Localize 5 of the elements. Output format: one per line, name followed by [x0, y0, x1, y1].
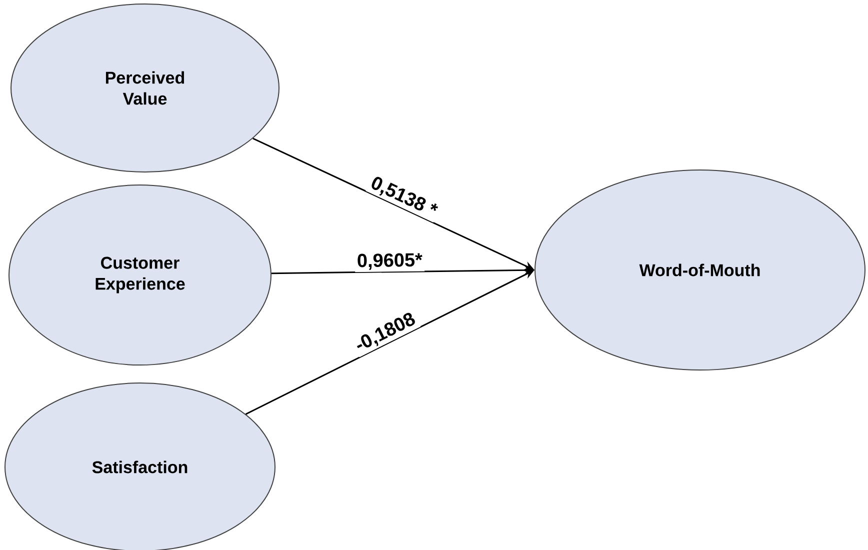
- ellipse-node: Satisfaction: [4, 382, 276, 550]
- ellipse-node: Customer Experience: [8, 184, 272, 366]
- ellipse-node: Perceived Value: [10, 4, 280, 172]
- edge-label: 0,9605*: [358, 253, 422, 270]
- ellipse-node: Word-of-Mouth: [534, 170, 866, 370]
